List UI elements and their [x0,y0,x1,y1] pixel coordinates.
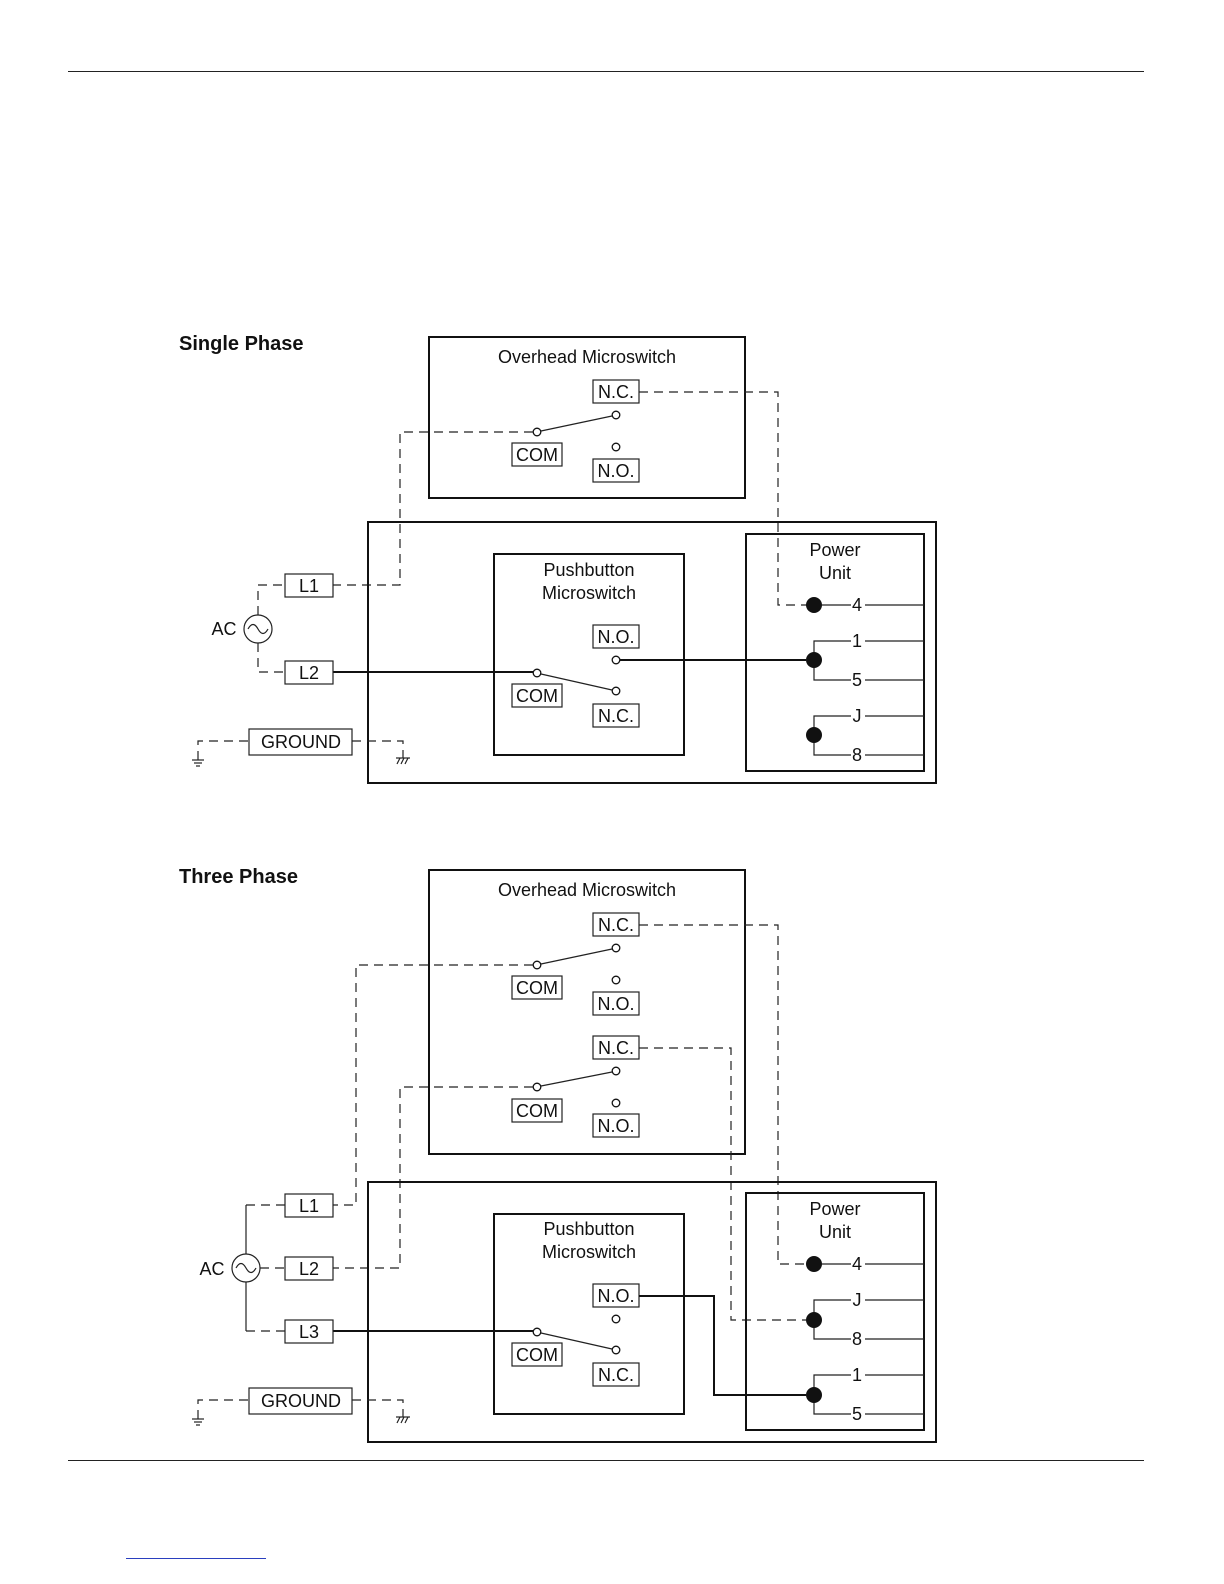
terminal-4-node [806,1256,822,1272]
power-unit-title-line2: Unit [819,1222,851,1242]
overhead-microswitch-box [429,870,745,1154]
overhead-title: Overhead Microswitch [498,880,676,900]
terminal-j-label: J [853,1290,862,1310]
pb-nc-label: N.C. [598,1365,634,1385]
pb-no-label: N.O. [597,1286,634,1306]
footer-link-underline [126,1558,266,1559]
com1-label: COM [516,978,558,998]
ac-label: AC [199,1259,224,1279]
bottom-rule [68,1460,1144,1461]
terminal-1-5-node [806,1387,822,1403]
nc2-to-terminal-j-8-wire [639,1048,806,1320]
pushbutton-title-line2: Microswitch [542,1242,636,1262]
nc2-label: N.C. [598,1038,634,1058]
three-phase-diagram: Overhead Microswitch N.C. COM N.O. N.C. … [0,0,1224,1460]
terminal-5-label: 5 [852,1404,862,1424]
l3-label: L3 [299,1322,319,1342]
terminal-4-label: 4 [852,1254,862,1274]
terminal-1-label: 1 [852,1365,862,1385]
main-enclosure [368,1182,936,1442]
l1-label: L1 [299,1196,319,1216]
com1-to-l1-wire [333,965,533,1205]
pb-com-label: COM [516,1345,558,1365]
power-unit-title-line1: Power [809,1199,860,1219]
pushbutton-title-line1: Pushbutton [543,1219,634,1239]
pb-no-to-terminal-1-5-wire [639,1296,806,1395]
com2-label: COM [516,1101,558,1121]
terminal-8-label: 8 [852,1329,862,1349]
ground-wire-right [352,1400,403,1417]
no2-label: N.O. [597,1116,634,1136]
terminal-j-8-node [806,1312,822,1328]
nc1-label: N.C. [598,915,634,935]
ground-wire-left [198,1400,249,1419]
ground-label: GROUND [261,1391,341,1411]
no1-label: N.O. [597,994,634,1014]
com2-to-l2-wire [333,1087,533,1268]
l2-label: L2 [299,1259,319,1279]
